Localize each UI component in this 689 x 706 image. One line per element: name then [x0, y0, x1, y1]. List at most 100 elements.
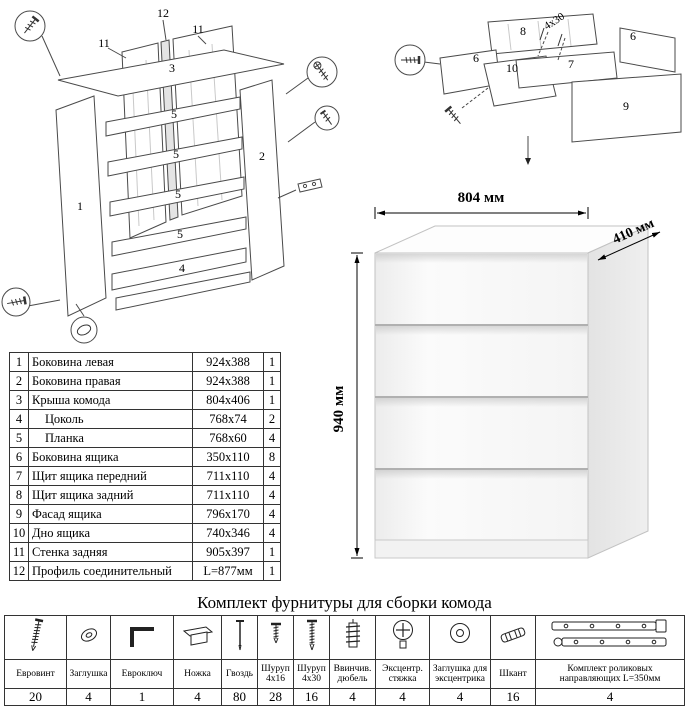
- part-qty: 1: [263, 352, 281, 372]
- parts-row: 7 Щит ящика передний 711x110 4: [9, 466, 281, 486]
- part-number: 7: [9, 466, 29, 486]
- plinth-lower: [115, 271, 251, 311]
- callout-confirmat-drawer: [394, 44, 426, 76]
- hardware-qty: 80: [221, 688, 258, 706]
- callout-screw-right-1: [306, 56, 338, 88]
- frame-label-11-right: 11: [192, 22, 204, 36]
- part-name: Профиль соединительный: [28, 561, 193, 581]
- parts-row: 1 Боковина левая 924x388 1: [9, 352, 281, 372]
- hardware-icon-cell: [490, 615, 536, 660]
- parts-row: 12 Профиль соединительный L=877мм 1: [9, 561, 281, 581]
- drawer-label-8: 8: [520, 24, 526, 38]
- hardware-icon-cell: [110, 615, 174, 660]
- drawer-label-6-right: 6: [630, 29, 636, 43]
- part-number: 3: [9, 390, 29, 410]
- screw-4x30-icon: [306, 619, 317, 651]
- parts-row: 2 Боковина правая 924x388 1: [9, 371, 281, 391]
- part-qty: 1: [263, 371, 281, 391]
- hardware-qty: 4: [329, 688, 376, 706]
- part-number: 6: [9, 447, 29, 467]
- part-name: Дно ящика: [28, 523, 193, 543]
- hex-key-icon: [130, 627, 154, 647]
- part-qty: 4: [263, 428, 281, 448]
- rail-2: [107, 136, 243, 177]
- hardware-kit-title: Комплект фурнитуры для сборки комода: [197, 593, 492, 612]
- hardware-icon-cell: [293, 615, 330, 660]
- leader-lines: [27, 19, 316, 317]
- frame-label-4: 4: [179, 261, 185, 275]
- hardware-icon-cell: [375, 615, 430, 660]
- part-number: 5: [9, 428, 29, 448]
- part-size: 924x388: [192, 352, 264, 372]
- callout-cap-bottom: [70, 316, 98, 344]
- mounting-bracket: [297, 178, 323, 193]
- part-qty: 1: [263, 542, 281, 562]
- drawer-label-10: 10: [506, 61, 518, 75]
- hardware-name: Шуруп 4x30: [293, 659, 330, 689]
- hardware-name: Гвоздь: [221, 659, 258, 689]
- parts-table: 1 Боковина левая 924x388 1 2 Боковина пр…: [9, 352, 281, 581]
- part-size: 804x406: [192, 390, 264, 410]
- drawer-side-panel-right: [619, 27, 676, 73]
- part-size: 711x110: [192, 466, 264, 486]
- hardware-qty: 20: [4, 688, 67, 706]
- drawer-front-panel: [515, 51, 618, 89]
- hardware-icon-cell: [329, 615, 376, 660]
- hardware-name: Шкант: [490, 659, 536, 689]
- part-name: Боковина левая: [28, 352, 193, 372]
- rail-1: [105, 96, 241, 137]
- hardware-qty: 16: [490, 688, 536, 706]
- parts-row: 5 Планка 768x60 4: [9, 428, 281, 448]
- part-qty: 1: [263, 561, 281, 581]
- part-qty: 4: [263, 504, 281, 524]
- small-screw-glyphs: [539, 27, 563, 47]
- left-side-panel: [55, 95, 107, 317]
- parts-row: 10 Дно ящика 740x346 4: [9, 523, 281, 543]
- parts-row: 11 Стенка задняя 905x397 1: [9, 542, 281, 562]
- hardware-icon-cell: [66, 615, 111, 660]
- part-name: Цоколь: [28, 409, 193, 429]
- cam-cap-icon: [450, 623, 470, 643]
- part-size: 924x388: [192, 371, 264, 391]
- part-name: Фасад ящика: [28, 504, 193, 524]
- part-size: 768x74: [192, 409, 264, 429]
- part-qty: 4: [263, 466, 281, 486]
- frame-label-5b: 5: [173, 147, 179, 161]
- frame-label-1: 1: [77, 199, 83, 213]
- part-number: 10: [9, 523, 29, 543]
- hardware-name: Шуруп 4x16: [257, 659, 294, 689]
- screw-glyph: [444, 105, 461, 124]
- screw-cap-icon: [80, 628, 97, 642]
- wooden-dowel-icon: [500, 627, 526, 643]
- hardware-qty-row: 20 4 1 4 80 28 16 4 4 4 16 4: [4, 688, 685, 706]
- carcass-exploded-diagram: 12 11 11 3 5 5 5 5 2 1 4: [1, 6, 340, 344]
- part-size: L=877мм: [192, 561, 264, 581]
- part-name: Щит ящика задний: [28, 485, 193, 505]
- part-number: 12: [9, 561, 29, 581]
- hardware-name: Заглушка: [66, 659, 111, 689]
- part-qty: 8: [263, 447, 281, 467]
- width-dimension-label: 804 мм: [458, 190, 505, 206]
- part-name: Стенка задняя: [28, 542, 193, 562]
- dresser-render: 804 мм 410 мм 940 мм: [331, 190, 661, 559]
- drawer-scoop-2: [376, 326, 587, 335]
- drawer-label-6-left: 6: [473, 51, 479, 65]
- hardware-name: Евровинт: [4, 659, 67, 689]
- hardware-name: Заглушка для эксцентрика: [429, 659, 491, 689]
- confirmat-screw-icon: [30, 618, 43, 651]
- part-name: Крыша комода: [28, 390, 193, 410]
- frame-label-12: 12: [157, 6, 169, 20]
- part-size: 740x346: [192, 523, 264, 543]
- part-name: Боковина правая: [28, 371, 193, 391]
- part-qty: 1: [263, 390, 281, 410]
- drawer-exploded-diagram: 8 6 6 10 7 9 4x30: [394, 10, 682, 165]
- part-number: 11: [9, 542, 29, 562]
- part-size: 796x170: [192, 504, 264, 524]
- hardware-name: Эксцентр. стяжка: [375, 659, 430, 689]
- part-number: 1: [9, 352, 29, 372]
- roller-guides-icon: [551, 619, 667, 647]
- hardware-icon-cell: [221, 615, 258, 660]
- hardware-qty: 1: [110, 688, 174, 706]
- hardware-qty: 4: [66, 688, 111, 706]
- callout-confirmat-bottom: [1, 287, 31, 317]
